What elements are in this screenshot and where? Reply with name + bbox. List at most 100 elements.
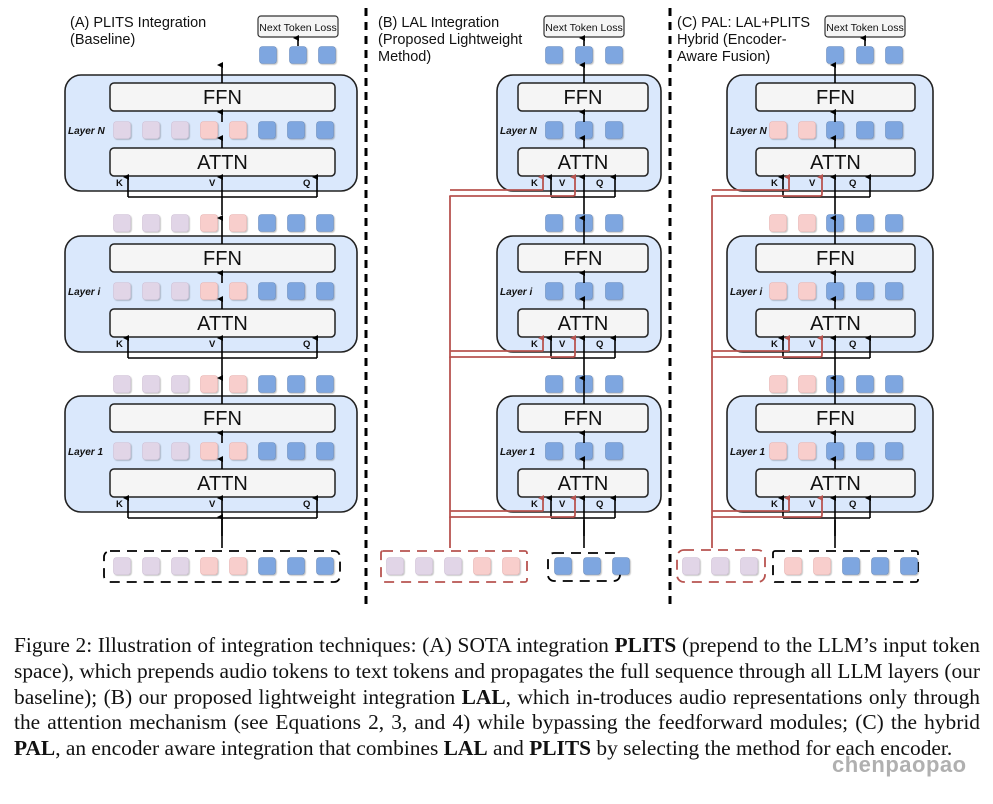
attn-label: ATTN <box>810 152 861 174</box>
token-audio2 <box>200 375 218 393</box>
token-audio2 <box>769 442 787 460</box>
token-audio2 <box>229 214 247 232</box>
token-audio1 <box>682 557 700 575</box>
token-text <box>605 121 623 139</box>
layer-label: Layer 1 <box>730 447 765 458</box>
ffn-label: FFN <box>564 248 603 270</box>
panel-title: (A) PLITS Integration <box>70 15 206 31</box>
token-text <box>856 442 874 460</box>
token-text <box>316 214 334 232</box>
q-label: Q <box>303 499 310 510</box>
caption-keyword: PAL <box>14 736 56 761</box>
audio-group-box <box>380 550 528 583</box>
token-audio1 <box>113 121 131 139</box>
token-audio1 <box>142 282 160 300</box>
panel-title: (Baseline) <box>70 32 135 48</box>
watermark: chenpaopao <box>832 752 967 777</box>
text-group-box <box>772 550 919 583</box>
panel-title: Hybrid (Encoder- <box>677 32 787 48</box>
between-tokens <box>113 214 334 232</box>
token-audio2 <box>473 557 491 575</box>
token-audio2 <box>502 557 520 575</box>
k-label: K <box>531 499 538 510</box>
layer-tokens <box>545 442 623 460</box>
token-text <box>856 375 874 393</box>
token-text <box>287 121 305 139</box>
token-text <box>545 442 563 460</box>
token-text <box>575 442 593 460</box>
q-label: Q <box>596 178 603 189</box>
caption-keyword: LAL <box>443 736 488 761</box>
ffn-label: FFN <box>816 408 855 430</box>
audio-group-box <box>676 549 766 583</box>
token-audio2 <box>200 442 218 460</box>
input-tokens <box>380 550 630 583</box>
output-tokens <box>545 46 623 64</box>
token-audio1 <box>711 557 729 575</box>
token-audio2 <box>813 557 831 575</box>
panel-title: Aware Fusion) <box>677 49 770 65</box>
output-tokens <box>826 46 903 64</box>
token-audio2 <box>769 121 787 139</box>
caption-text: by selecting the method for each encoder… <box>591 736 953 761</box>
next-token-loss-label: Next Token Loss <box>826 22 903 34</box>
token-text <box>575 282 593 300</box>
token-text <box>583 557 601 575</box>
k-label: K <box>531 339 538 350</box>
token-audio1 <box>171 557 189 575</box>
layer-tokens <box>113 282 334 300</box>
layer-tokens <box>113 442 334 460</box>
between-tokens <box>769 214 903 232</box>
ffn-label: FFN <box>816 248 855 270</box>
ffn-label: FFN <box>816 87 855 109</box>
token-text <box>259 46 277 64</box>
token-audio1 <box>142 214 160 232</box>
next-token-loss-label: Next Token Loss <box>545 22 622 34</box>
v-label: V <box>559 499 566 510</box>
k-label: K <box>531 178 538 189</box>
token-text <box>545 121 563 139</box>
v-label: V <box>809 339 816 350</box>
audio-v-line <box>449 495 576 518</box>
token-audio1 <box>171 121 189 139</box>
between-tokens <box>113 375 334 393</box>
v-label: V <box>209 339 216 350</box>
k-label: K <box>771 339 778 350</box>
token-audio1 <box>113 214 131 232</box>
token-audio1 <box>113 557 131 575</box>
layer-label: Layer i <box>68 287 100 298</box>
ffn-label: FFN <box>203 248 242 270</box>
ffn-label: FFN <box>564 87 603 109</box>
token-text <box>545 214 563 232</box>
caption-keyword: LAL <box>461 684 506 709</box>
token-audio2 <box>784 557 802 575</box>
k-label: K <box>771 499 778 510</box>
q-label: Q <box>596 339 603 350</box>
layer-label: Layer 1 <box>500 447 535 458</box>
q-label: Q <box>303 178 310 189</box>
token-text <box>871 557 889 575</box>
token-text <box>885 214 903 232</box>
attn-label: ATTN <box>197 473 248 495</box>
token-text <box>545 282 563 300</box>
token-text <box>826 121 844 139</box>
token-text <box>605 282 623 300</box>
token-audio1 <box>444 557 462 575</box>
layer-tokens <box>769 282 903 300</box>
ffn-label: FFN <box>203 408 242 430</box>
panel-a: (A) PLITS Integration(Baseline)Next Toke… <box>64 15 358 583</box>
token-audio1 <box>171 442 189 460</box>
v-label: V <box>559 339 566 350</box>
token-text <box>826 282 844 300</box>
token-text <box>885 46 903 64</box>
caption-text: and <box>487 736 530 761</box>
token-audio1 <box>142 557 160 575</box>
token-audio1 <box>142 121 160 139</box>
q-label: Q <box>849 499 856 510</box>
token-text <box>316 557 334 575</box>
token-audio1 <box>142 442 160 460</box>
layer-label: Layer 1 <box>68 447 103 458</box>
